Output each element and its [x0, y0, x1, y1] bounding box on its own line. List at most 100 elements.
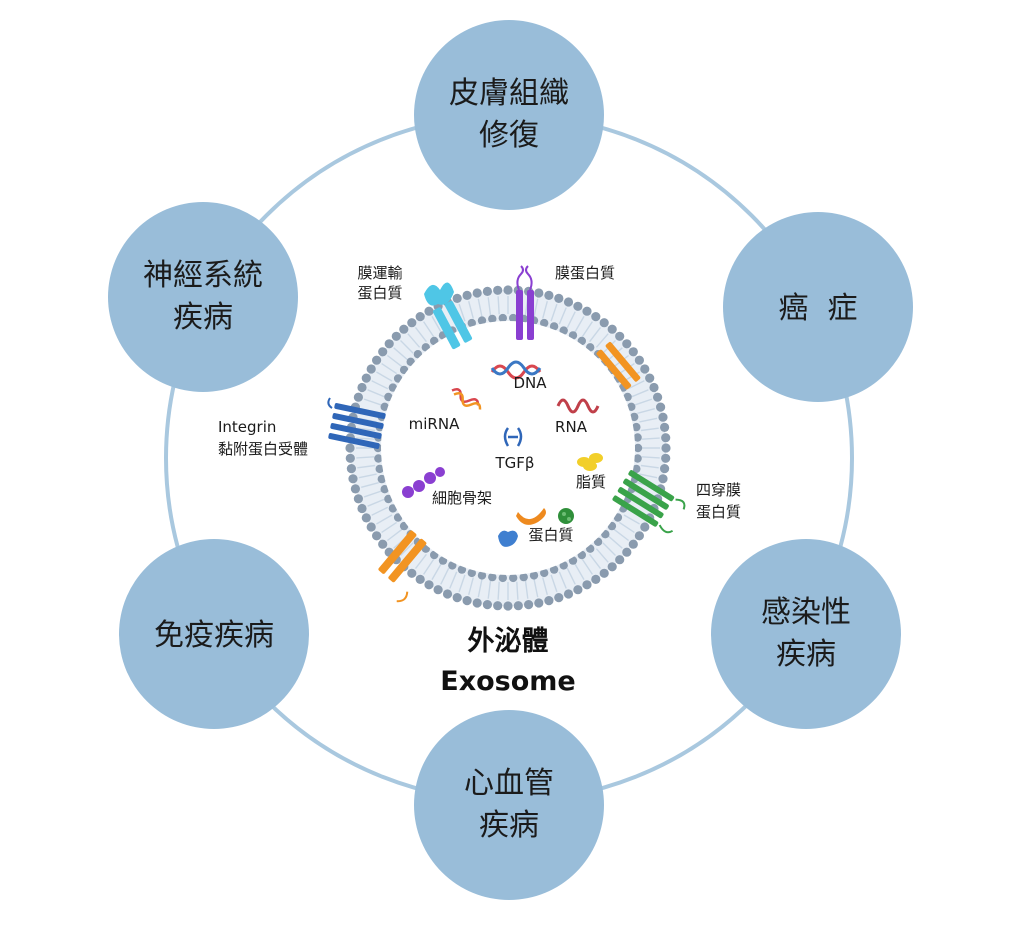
- lipid-tail: [533, 579, 539, 598]
- lipid-head-outer: [591, 312, 601, 322]
- lipid-head-outer: [534, 598, 544, 608]
- lipid-tail: [357, 464, 376, 469]
- lipid-tail: [639, 417, 658, 423]
- lipid-head-outer: [591, 574, 601, 585]
- lipid-head-inner: [509, 573, 518, 583]
- label-protein: 蛋白質: [528, 526, 573, 544]
- node-cancer-line1: 癌 症: [778, 291, 857, 326]
- lipid-head-outer: [462, 596, 472, 606]
- lipid-head-outer: [599, 318, 609, 328]
- lipid-head-inner: [498, 573, 507, 583]
- lipid-head-inner: [613, 513, 623, 522]
- lipid-tail: [581, 559, 593, 575]
- lipid-tail: [458, 574, 466, 593]
- lipid-head-inner: [630, 412, 639, 422]
- lipid-head-outer: [472, 288, 482, 298]
- lipid-tail: [400, 340, 414, 354]
- lipid-tail: [589, 326, 602, 343]
- lipid-head-outer: [615, 555, 625, 565]
- lipid-head-outer: [399, 324, 409, 334]
- lipid-head-inner: [380, 485, 389, 494]
- lipid-tail: [641, 437, 660, 440]
- lipid-tail: [440, 567, 450, 585]
- lipid-head-outer: [366, 364, 376, 374]
- lipid-head-inner: [498, 313, 507, 323]
- lipid-tail: [619, 521, 635, 533]
- lipid-tail: [558, 571, 567, 589]
- lipid-head-outer: [645, 373, 655, 383]
- lipid-head-outer: [462, 290, 472, 300]
- node-infection: 感染性 疾病: [711, 539, 901, 729]
- lipid-head-outer: [407, 318, 417, 328]
- lipid-tail: [574, 316, 585, 333]
- lipid-head-outer: [433, 585, 443, 595]
- node-immune-line1: 免疫疾病: [154, 618, 274, 653]
- label-integrin-line1: Integrin: [218, 418, 276, 436]
- lipid-head-inner: [559, 561, 568, 570]
- lipid-tail: [533, 298, 539, 317]
- lipid-head-outer: [649, 382, 659, 393]
- lipid-tail: [414, 553, 427, 570]
- node-cardio-line1: 心血管: [464, 766, 554, 801]
- node-infection-line2: 疾病: [776, 637, 836, 672]
- lipid-head-outer: [534, 288, 544, 298]
- lipid-head-inner: [488, 314, 497, 324]
- lipid-tail: [407, 333, 421, 348]
- node-cancer: 癌 症: [723, 212, 913, 402]
- lipid-head-outer: [493, 285, 503, 295]
- lipid-head-inner: [388, 504, 398, 513]
- lipid-tail: [487, 297, 492, 316]
- lipid-head-inner: [421, 343, 430, 352]
- lipid-head-outer: [653, 392, 663, 402]
- lipid-head-inner: [374, 454, 383, 463]
- lipid-head-inner: [377, 474, 386, 484]
- lipid-head-inner: [577, 336, 586, 346]
- lipid-head-outer: [660, 464, 670, 474]
- lipid-head-outer: [658, 412, 668, 422]
- lipid-head-inner: [399, 365, 409, 375]
- lipid-head-outer: [353, 392, 363, 402]
- lipid-head-inner: [577, 550, 586, 560]
- label-dna: DNA: [513, 374, 547, 392]
- label-membrane-protein: 膜蛋白質: [555, 264, 615, 282]
- label-tgfb: TGFβ: [495, 454, 535, 472]
- lipid-head-inner: [393, 374, 403, 383]
- lipid-head-outer: [345, 453, 355, 463]
- lipid-tail: [376, 514, 393, 525]
- lipid-tail: [414, 326, 427, 343]
- lipid-tail: [497, 296, 500, 315]
- exosome-title-zh: 外泌體: [468, 626, 549, 657]
- node-skin: 皮膚組織 修復: [414, 20, 604, 210]
- lipid-head-inner: [633, 433, 642, 442]
- lipid-tail: [356, 437, 375, 440]
- protein-green-icon: [558, 508, 574, 524]
- lipid-head-outer: [350, 484, 360, 494]
- lipid-head-outer: [415, 312, 425, 322]
- lipid-head-outer: [554, 293, 564, 303]
- label-transport-protein-line1: 膜運輸: [357, 264, 402, 282]
- lipid-head-outer: [407, 568, 417, 578]
- lipid-head-inner: [438, 556, 448, 565]
- lipid-head-inner: [467, 318, 476, 328]
- lipid-head-inner: [633, 454, 642, 463]
- lipid-head-outer: [357, 503, 367, 514]
- lipid-head-outer: [573, 585, 583, 595]
- lipid-head-outer: [372, 531, 382, 541]
- lipid-tail: [608, 535, 623, 549]
- node-infection-line1: 感染性: [761, 595, 851, 630]
- lipid-tail: [400, 542, 414, 556]
- lipid-head-outer: [482, 600, 492, 610]
- lipid-head-outer: [357, 382, 367, 393]
- lipid-tail: [497, 581, 500, 600]
- lipid-tail: [595, 333, 609, 348]
- lipid-head-outer: [634, 531, 645, 541]
- lipid-head-outer: [622, 339, 632, 349]
- lipid-head-outer: [366, 522, 376, 532]
- lipid-tail: [358, 473, 377, 479]
- lipid-head-inner: [380, 402, 389, 411]
- lipid-tail: [477, 579, 483, 598]
- lipid-head-inner: [549, 322, 559, 331]
- lipid-head-inner: [633, 443, 643, 453]
- lipid-head-outer: [615, 331, 625, 341]
- lipid-head-inner: [399, 521, 409, 531]
